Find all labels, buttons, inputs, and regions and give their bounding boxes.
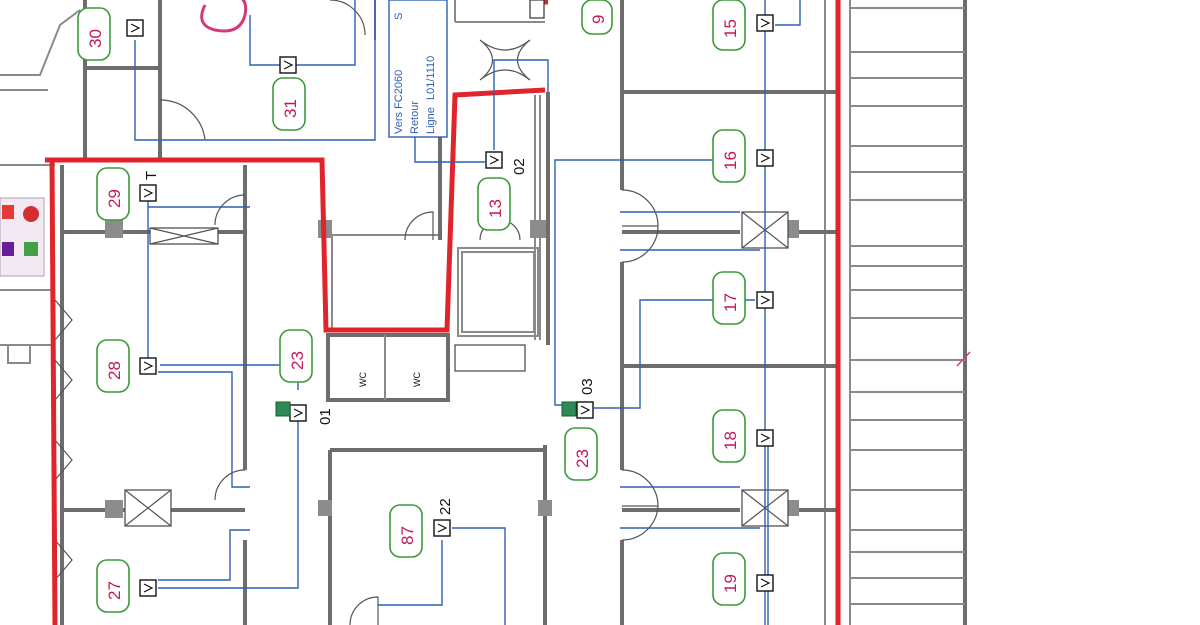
- svg-text:16: 16: [721, 151, 740, 170]
- info-line-3-value: L01/1110: [425, 56, 437, 100]
- room-tag: 29: [96, 167, 130, 221]
- svg-text:23: 23: [288, 351, 307, 370]
- room-tag: 27: [96, 559, 130, 613]
- device-label-02: 02: [511, 158, 528, 175]
- walls: [0, 0, 967, 625]
- svg-text:28: 28: [105, 361, 124, 380]
- detector-icon: [139, 357, 157, 375]
- room-tag: 31: [272, 77, 306, 131]
- room-tag: 19: [712, 552, 746, 606]
- info-line-2: Retour: [409, 101, 421, 134]
- room-tag: 9: [581, 0, 613, 35]
- svg-text:23: 23: [573, 449, 592, 468]
- device-label-t: T: [143, 171, 160, 180]
- room-tag: 87: [389, 504, 423, 558]
- facade-mullions: [850, 7, 965, 605]
- detector-icon: [433, 519, 451, 537]
- alarm-wiring: [134, 0, 801, 625]
- room-tag: 23: [564, 427, 598, 481]
- room-tag: 30: [77, 7, 111, 61]
- svg-text:17: 17: [721, 293, 740, 312]
- room-tag: 28: [96, 339, 130, 393]
- svg-text:15: 15: [721, 19, 740, 38]
- detector-icon: [756, 574, 774, 592]
- svg-text:27: 27: [105, 581, 124, 600]
- room-tag: 13: [477, 177, 511, 231]
- detector-icon: [126, 19, 144, 37]
- svg-text:18: 18: [721, 431, 740, 450]
- device-label-03: 03: [579, 378, 596, 395]
- svg-text:87: 87: [398, 526, 417, 545]
- detector-icon: [139, 579, 157, 597]
- manual-call-point-icon: [275, 401, 291, 417]
- manual-call-point-icon: [561, 401, 577, 417]
- svg-text:9: 9: [589, 15, 608, 24]
- detector-icon: [139, 184, 157, 202]
- legend-panel: [0, 197, 45, 277]
- info-line-1-tail: S: [393, 13, 405, 20]
- room-tag: 18: [712, 409, 746, 463]
- detector-icon: [576, 401, 594, 419]
- detector-icon: [485, 151, 503, 169]
- svg-text:30: 30: [86, 29, 105, 48]
- circuit-info-box: Vers FC2060 S Retour Ligne L01/1110: [388, 0, 448, 138]
- wc-label-2: WC: [412, 372, 422, 387]
- svg-text:19: 19: [721, 574, 740, 593]
- room-tag: 16: [712, 129, 746, 183]
- svg-text:29: 29: [105, 189, 124, 208]
- device-label-01: 01: [317, 408, 334, 425]
- device-label-22: 22: [437, 498, 454, 515]
- device-labels: T 02 01 03 22 WC WC: [143, 158, 596, 515]
- room-tag: 23: [279, 329, 313, 383]
- detector-icon: [289, 404, 307, 422]
- info-line-1: Vers FC2060: [393, 70, 405, 134]
- wc-label-1: WC: [358, 372, 368, 387]
- detector-icon: [756, 149, 774, 167]
- detector-icon: [756, 14, 774, 32]
- info-line-3-label: Ligne: [425, 107, 437, 134]
- svg-text:31: 31: [281, 99, 300, 118]
- fire-boundaries: [45, 0, 971, 625]
- detector-icon: [756, 429, 774, 447]
- svg-text:13: 13: [486, 199, 505, 218]
- room-tag: 17: [712, 271, 746, 325]
- pillars: [105, 220, 799, 518]
- room-tag: 15: [712, 0, 746, 51]
- detectors: [126, 14, 774, 597]
- detector-icon: [756, 291, 774, 309]
- sounder-icon: [529, 0, 545, 19]
- room-tags: 30 31 29 28 23 27 13 87 23 15 16 17 18 1…: [77, 0, 746, 613]
- detector-icon: [279, 56, 297, 74]
- doors: [54, 0, 659, 625]
